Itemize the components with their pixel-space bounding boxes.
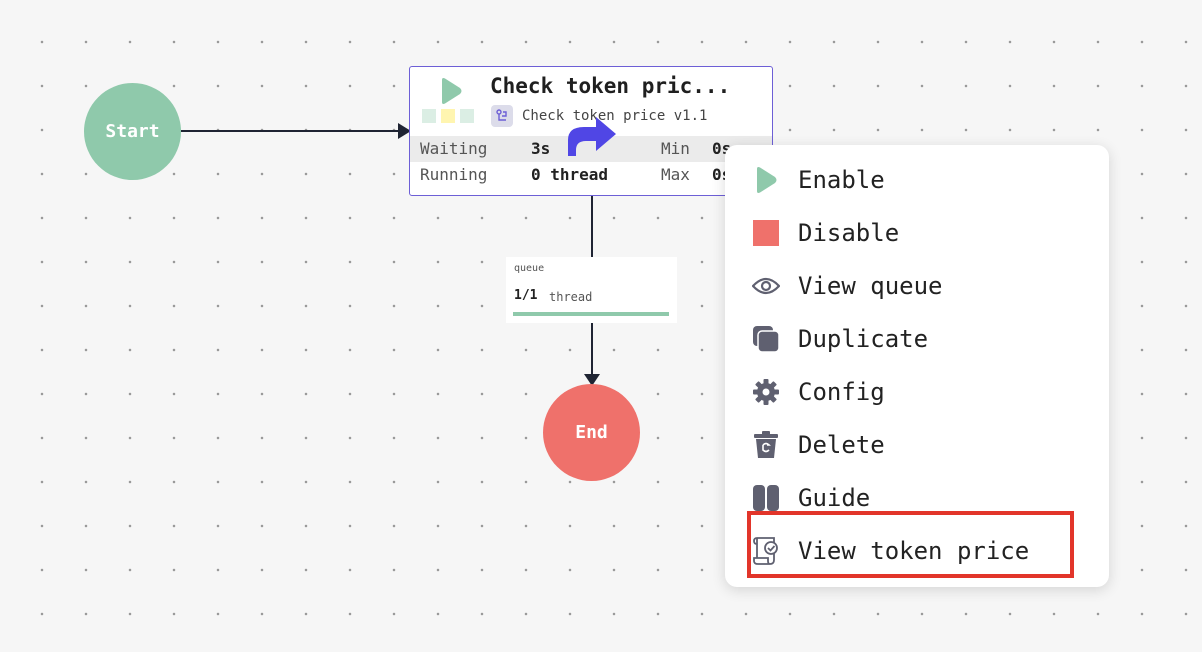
- menu-item-label: Enable: [798, 165, 885, 194]
- context-menu: Enable Disable View queue Duplicate: [725, 145, 1109, 587]
- queue-label: queue: [514, 263, 545, 274]
- trash-icon: [751, 430, 781, 460]
- menu-item-label: View token price: [798, 536, 1030, 565]
- book-icon: [751, 483, 781, 513]
- play-icon: [442, 78, 462, 104]
- status-dot: [422, 109, 436, 123]
- status-indicators: [422, 109, 474, 123]
- start-node-label: Start: [105, 121, 160, 142]
- queue-progress-fill: [513, 312, 669, 316]
- eye-icon: [751, 271, 781, 301]
- flow-icon: [491, 105, 513, 127]
- menu-item-label: Guide: [798, 483, 871, 512]
- menu-item-view-queue[interactable]: View queue: [725, 259, 1109, 312]
- waiting-label: Waiting: [420, 139, 488, 158]
- queue-unit: thread: [549, 290, 593, 304]
- start-node[interactable]: Start: [84, 83, 181, 180]
- queue-progress-bar: [513, 312, 669, 316]
- running-label: Running: [420, 165, 488, 184]
- min-label: Min: [661, 139, 690, 158]
- edge-arrowhead: [398, 123, 411, 139]
- redo-arrow-cursor-icon: [568, 117, 616, 156]
- play-icon: [751, 165, 781, 195]
- status-dot: [441, 109, 455, 123]
- stop-icon: [751, 218, 781, 248]
- queue-count: 1/1: [514, 288, 538, 303]
- queue-panel[interactable]: queue 1/1 thread: [506, 257, 677, 323]
- max-label: Max: [661, 165, 690, 184]
- menu-item-duplicate[interactable]: Duplicate: [725, 312, 1109, 365]
- menu-item-config[interactable]: Config: [725, 365, 1109, 418]
- task-node-subtitle: Check token price v1.1: [522, 108, 708, 124]
- end-node[interactable]: End: [543, 384, 640, 481]
- menu-item-label: Disable: [798, 218, 900, 247]
- status-dot: [460, 109, 474, 123]
- menu-item-label: Delete: [798, 430, 885, 459]
- menu-item-enable[interactable]: Enable: [725, 153, 1109, 206]
- running-value: 0 thread: [531, 165, 609, 184]
- menu-item-disable[interactable]: Disable: [725, 206, 1109, 259]
- menu-item-label: Config: [798, 377, 885, 406]
- waiting-value: 3s: [531, 139, 551, 158]
- stats-row-running: Running 0 thread Max 0s: [410, 162, 772, 188]
- duplicate-icon: [751, 324, 781, 354]
- menu-item-label: View queue: [798, 271, 943, 300]
- end-node-label: End: [575, 422, 608, 443]
- gear-icon: [751, 377, 781, 407]
- menu-item-guide[interactable]: Guide: [725, 471, 1109, 524]
- menu-item-view-token-price[interactable]: View token price: [725, 524, 1109, 577]
- menu-item-delete[interactable]: Delete: [725, 418, 1109, 471]
- scroll-check-icon: [751, 536, 781, 566]
- task-node-title: Check token pric...: [490, 74, 731, 98]
- edge-arrowhead: [584, 374, 600, 386]
- menu-item-label: Duplicate: [798, 324, 929, 353]
